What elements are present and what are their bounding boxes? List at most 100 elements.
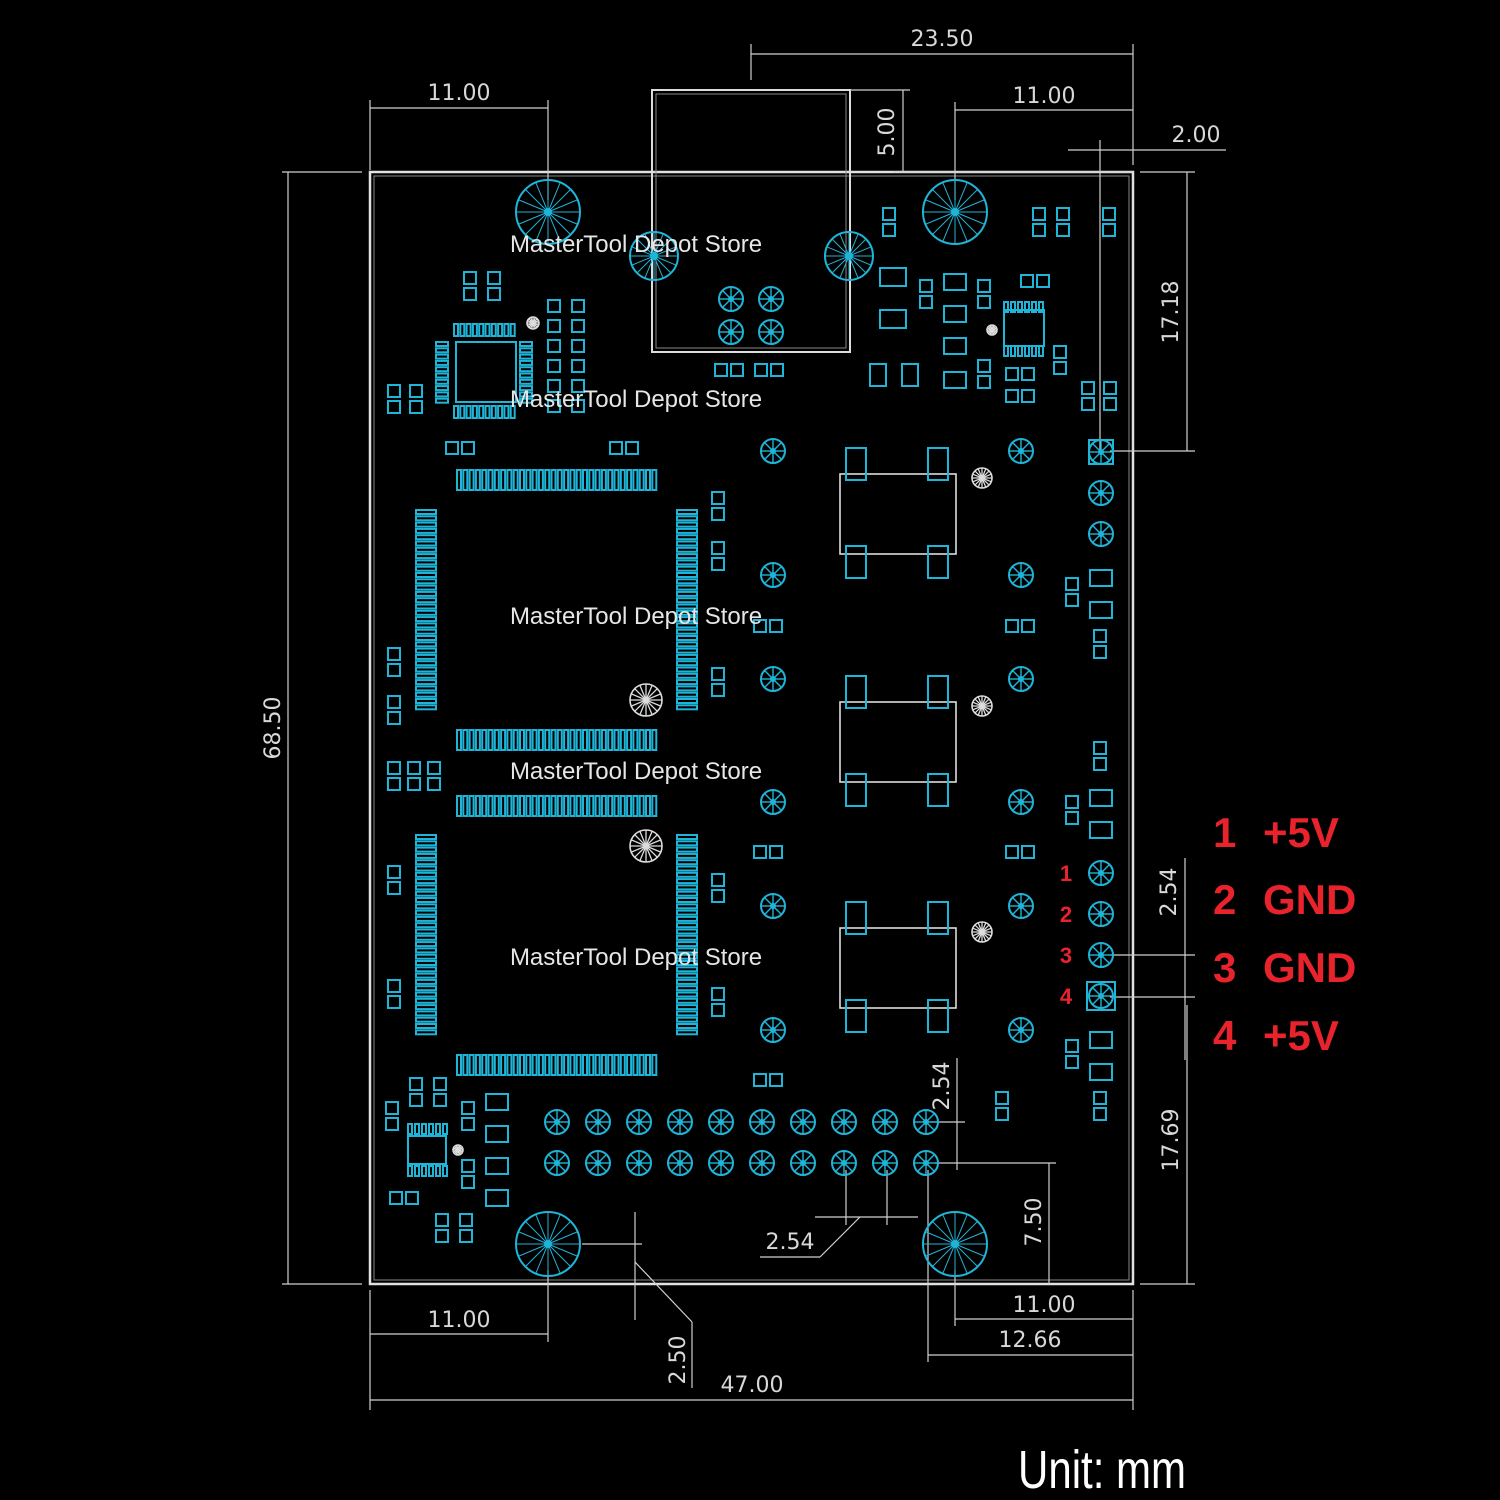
ic-lead — [506, 729, 513, 751]
smd-pad — [387, 777, 401, 791]
ic-body — [455, 341, 517, 403]
smd-pad — [1021, 367, 1035, 381]
smd-pad — [1089, 601, 1113, 619]
ic-lead — [676, 997, 698, 1004]
ic-body — [1003, 309, 1045, 347]
ic-lead — [459, 405, 466, 419]
ic-lead — [415, 985, 437, 992]
ic-lead — [519, 1054, 525, 1076]
ic-lead — [471, 405, 478, 419]
ic-lead — [525, 729, 532, 751]
ic-lead — [676, 672, 698, 679]
ic-lead — [582, 469, 588, 491]
ic-lead — [626, 729, 633, 751]
ic-lead — [415, 966, 437, 973]
dim-width-total: 47.00 — [721, 1373, 784, 1398]
pin-pad — [758, 319, 784, 345]
smd-pad — [977, 359, 991, 373]
ic-lead — [474, 795, 481, 817]
ic-lead — [474, 1054, 481, 1076]
smd-pad — [845, 447, 867, 481]
ic-lead — [1031, 345, 1037, 357]
ic-lead — [442, 1123, 448, 1135]
ic-lead — [1003, 301, 1009, 313]
smd-pad — [1086, 981, 1116, 1011]
smd-pad — [571, 319, 585, 333]
ic-lead — [676, 666, 698, 673]
ic-lead — [415, 578, 437, 585]
ic-lead — [468, 729, 475, 751]
ic-lead — [414, 1123, 420, 1135]
pinout-label: GND — [1263, 944, 1356, 991]
smd-pad — [1053, 345, 1067, 359]
ic-lead — [676, 660, 698, 667]
pinout-label: +5V — [1263, 809, 1339, 856]
ic-lead — [487, 1054, 494, 1076]
ic-lead — [478, 405, 485, 419]
ic-lead — [676, 698, 698, 704]
ic-lead — [415, 641, 437, 648]
smd-pad — [1089, 569, 1113, 587]
ic-lead — [493, 729, 500, 751]
ic-lead — [632, 729, 639, 751]
smd-pad — [995, 1091, 1009, 1105]
ic-lead — [415, 534, 437, 541]
fiducial-mark — [971, 921, 993, 943]
ic-lead — [676, 941, 698, 948]
smd-pad — [711, 987, 725, 1001]
ic-lead — [428, 1165, 434, 1177]
ic-lead — [569, 729, 576, 751]
smd-pad — [753, 845, 767, 859]
smd-pad — [445, 441, 459, 455]
smd-pad — [387, 647, 401, 661]
ic-lead — [453, 405, 459, 419]
ic-lead — [435, 397, 449, 404]
smd-pad — [927, 901, 949, 935]
ic-lead — [651, 729, 658, 751]
ic-lead — [415, 698, 437, 704]
ic-lead — [676, 691, 698, 698]
smd-pad — [1021, 389, 1035, 403]
smd-pad — [845, 773, 867, 807]
ic-lead — [651, 795, 658, 817]
ic-lead — [537, 1054, 544, 1076]
smd-pad — [485, 1093, 509, 1111]
pin-pad — [667, 1150, 693, 1176]
smd-pad — [943, 273, 967, 291]
ic-lead — [415, 622, 437, 629]
ic-lead — [493, 469, 500, 491]
ic-lead — [607, 1054, 614, 1076]
smd-pad — [1102, 207, 1116, 221]
smd-pad — [714, 363, 728, 377]
smd-pad — [571, 299, 585, 313]
ic-lead — [676, 985, 698, 992]
smd-pad — [387, 865, 401, 879]
ic-lead — [563, 795, 570, 817]
smd-pad — [387, 711, 401, 725]
smd-pad — [1093, 741, 1107, 755]
ic-lead — [415, 909, 437, 916]
ic-lead — [676, 534, 698, 541]
smd-pad — [869, 363, 887, 387]
ic-lead — [676, 521, 698, 528]
ic-lead — [415, 897, 437, 903]
fiducial-mark — [971, 467, 993, 489]
smd-pad — [753, 1073, 767, 1087]
smd-pad — [433, 1077, 447, 1091]
smd-pad — [1021, 619, 1035, 633]
dim-header-pitch-horizontal: 2.54 — [766, 1230, 815, 1255]
smd-pad — [461, 1159, 475, 1173]
smd-pad — [1056, 207, 1070, 221]
ic-lead — [512, 729, 519, 751]
ic-lead — [575, 469, 582, 491]
ic-lead — [676, 922, 698, 929]
smd-pad — [977, 295, 991, 309]
mounting-hole — [922, 179, 988, 245]
ic-lead — [582, 729, 588, 751]
pin-pad — [626, 1109, 652, 1135]
ic-lead — [550, 1054, 557, 1076]
ic-lead — [415, 878, 437, 885]
pin-pad — [760, 789, 786, 815]
ic-lead — [638, 1054, 645, 1076]
ic-lead — [569, 1054, 576, 1076]
